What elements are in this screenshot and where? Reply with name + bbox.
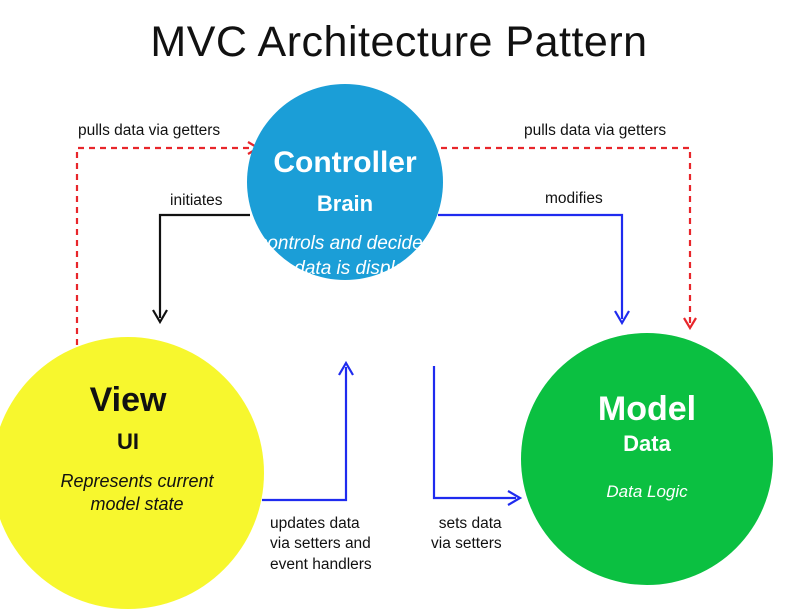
edge-pulls-right [430, 146, 697, 331]
edge-modifies [438, 213, 630, 326]
view-description-line: model state [90, 494, 184, 515]
edge-updates [262, 360, 354, 502]
edge-label-modifies: modifies [545, 190, 603, 207]
controller-node: Controller Brain controls and decides ho… [247, 84, 443, 280]
edge-label-sets-line: sets data [438, 515, 502, 532]
edge-label-updates-line: via setters and [270, 535, 371, 553]
view-name: View [89, 381, 167, 419]
edge-initiates [152, 213, 250, 325]
edge-label-sets-line: via setters [431, 535, 502, 553]
edge-label-pulls-left: pulls data via getters [78, 122, 221, 139]
view-node: View UI Represents current model state [0, 337, 264, 609]
diagram-title: MVC Architecture Pattern [150, 18, 648, 66]
edge-sets [432, 366, 523, 506]
view-description: Represents current model state [12, 470, 262, 517]
controller-description-line: controls and decides [257, 233, 433, 254]
edge-label-updates-line: updates data [270, 515, 360, 532]
controller-role: Brain [316, 191, 374, 216]
edge-label-sets: sets data via setters [431, 514, 502, 555]
model-name: Model [597, 390, 697, 428]
controller-name: Controller [273, 146, 417, 179]
edge-label-updates: updates data via setters and event handl… [270, 514, 372, 575]
model-description-line: Data Logic [606, 482, 688, 501]
edge-label-updates-line: event handlers [270, 555, 372, 573]
edge-pulls-left [75, 141, 261, 345]
controller-description-line: how data is displayed [254, 257, 436, 279]
edge-label-pulls-right: pulls data via getters [524, 122, 667, 139]
edge-label-initiates: initiates [170, 192, 223, 209]
view-role: UI [117, 429, 139, 454]
controller-description: controls and decides how data is display… [247, 232, 443, 281]
model-role: Data [623, 431, 671, 456]
model-description: Data Logic [521, 481, 773, 503]
view-description-line: Represents current [60, 471, 214, 491]
model-node: Model Data Data Logic [521, 333, 773, 585]
